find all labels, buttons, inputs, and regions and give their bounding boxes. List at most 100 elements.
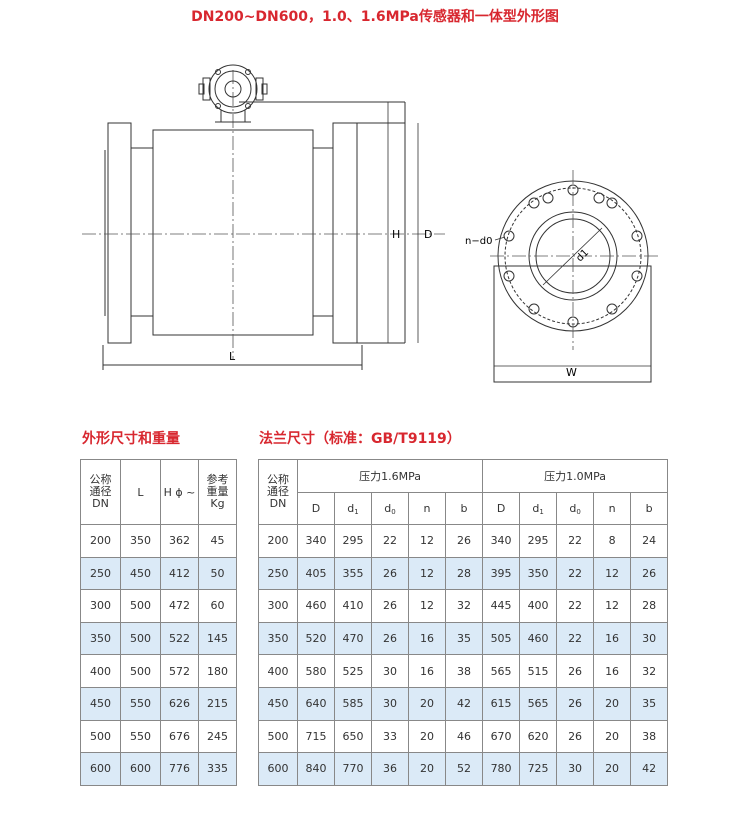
subheader-label: b — [645, 502, 653, 515]
table-cell: 840 — [297, 752, 335, 786]
table-cell: 626 — [160, 686, 199, 721]
table-cell: 770 — [334, 752, 372, 786]
table-cell: 42 — [444, 686, 484, 721]
subheader-label: D — [311, 502, 321, 515]
flange-group-1-0mpa: 压力1.0MPa — [482, 459, 669, 493]
flange-subheader: d0 — [371, 492, 409, 525]
table-cell: 26 — [371, 621, 409, 656]
table-cell: 12 — [593, 556, 632, 591]
table-cell: 640 — [297, 686, 335, 721]
table-cell: 250 — [80, 556, 121, 591]
subheader-label: d — [347, 501, 355, 515]
table-cell: 295 — [519, 524, 558, 558]
table-cell: 35 — [444, 621, 484, 656]
weights-header-weight: 参考 重量 Kg — [198, 459, 237, 525]
table-cell: 32 — [444, 589, 484, 623]
subheader-label: d — [532, 501, 540, 515]
label-L: L — [229, 350, 236, 363]
weights-header-L: L — [120, 459, 161, 525]
table-cell: 16 — [593, 654, 632, 688]
table-cell: 410 — [334, 589, 372, 623]
table-cell: 30 — [371, 654, 409, 688]
table-cell: 30 — [556, 752, 595, 786]
table-cell: 350 — [80, 621, 121, 656]
outline-drawing: H D L n−d0 d1 W — [82, 64, 660, 383]
table-cell: 395 — [482, 556, 521, 591]
label-n-d0: n−d0 — [465, 236, 492, 247]
table-cell: 200 — [80, 524, 121, 558]
table-cell: 550 — [120, 719, 161, 754]
table-cell: 300 — [80, 589, 121, 623]
converter-head — [198, 64, 268, 123]
table-cell: 400 — [80, 654, 121, 688]
table-cell: 24 — [630, 524, 669, 558]
table-cell: 250 — [258, 556, 298, 591]
table-cell: 50 — [198, 556, 237, 591]
end-view — [493, 180, 652, 383]
table-cell: 26 — [371, 589, 409, 623]
table-cell: 460 — [519, 621, 558, 656]
label-H: H — [392, 228, 400, 241]
flange-section-title: 法兰尺寸（标准：GB/T9119） — [259, 431, 461, 447]
right-flange-neck — [312, 147, 334, 317]
table-cell: 500 — [120, 589, 161, 623]
weights-header-H: H ϕ ~ — [160, 459, 199, 525]
table-cell: 26 — [556, 654, 595, 688]
table-cell: 500 — [258, 719, 298, 754]
table-cell: 52 — [444, 752, 484, 786]
table-cell: 470 — [334, 621, 372, 656]
table-cell: 350 — [258, 621, 298, 656]
subheader-label: D — [496, 502, 506, 515]
label-D: D — [424, 228, 432, 241]
table-cell: 585 — [334, 686, 372, 721]
table-cell: 520 — [297, 621, 335, 656]
subheader-label: d — [569, 501, 577, 515]
table-cell: 572 — [160, 654, 199, 688]
table-cell: 676 — [160, 719, 199, 754]
table-cell: 22 — [371, 524, 409, 558]
flange-subheader: d0 — [556, 492, 595, 525]
table-cell: 45 — [198, 524, 237, 558]
flange-subheader: d1 — [334, 492, 372, 525]
table-cell: 35 — [630, 686, 669, 721]
subheader-label: n — [608, 502, 616, 515]
table-cell: 340 — [482, 524, 521, 558]
table-cell: 20 — [593, 752, 632, 786]
table-cell: 362 — [160, 524, 199, 558]
table-cell: 550 — [120, 686, 161, 721]
table-cell: 400 — [258, 654, 298, 688]
table-cell: 600 — [120, 752, 161, 786]
table-cell: 28 — [630, 589, 669, 623]
table-cell: 22 — [556, 524, 595, 558]
table-cell: 776 — [160, 752, 199, 786]
table-cell: 20 — [408, 719, 446, 754]
subheader-subscript: 1 — [539, 507, 544, 516]
table-cell: 38 — [444, 654, 484, 688]
flange-subheader: b — [444, 492, 484, 525]
table-cell: 405 — [297, 556, 335, 591]
table-cell: 460 — [297, 589, 335, 623]
table-cell: 33 — [371, 719, 409, 754]
table-cell: 22 — [556, 556, 595, 591]
table-cell: 180 — [198, 654, 237, 688]
table-cell: 335 — [198, 752, 237, 786]
table-cell: 472 — [160, 589, 199, 623]
table-cell: 725 — [519, 752, 558, 786]
table-cell: 650 — [334, 719, 372, 754]
table-cell: 30 — [371, 686, 409, 721]
table-cell: 500 — [80, 719, 121, 754]
table-cell: 60 — [198, 589, 237, 623]
table-cell: 505 — [482, 621, 521, 656]
table-cell: 20 — [593, 719, 632, 754]
